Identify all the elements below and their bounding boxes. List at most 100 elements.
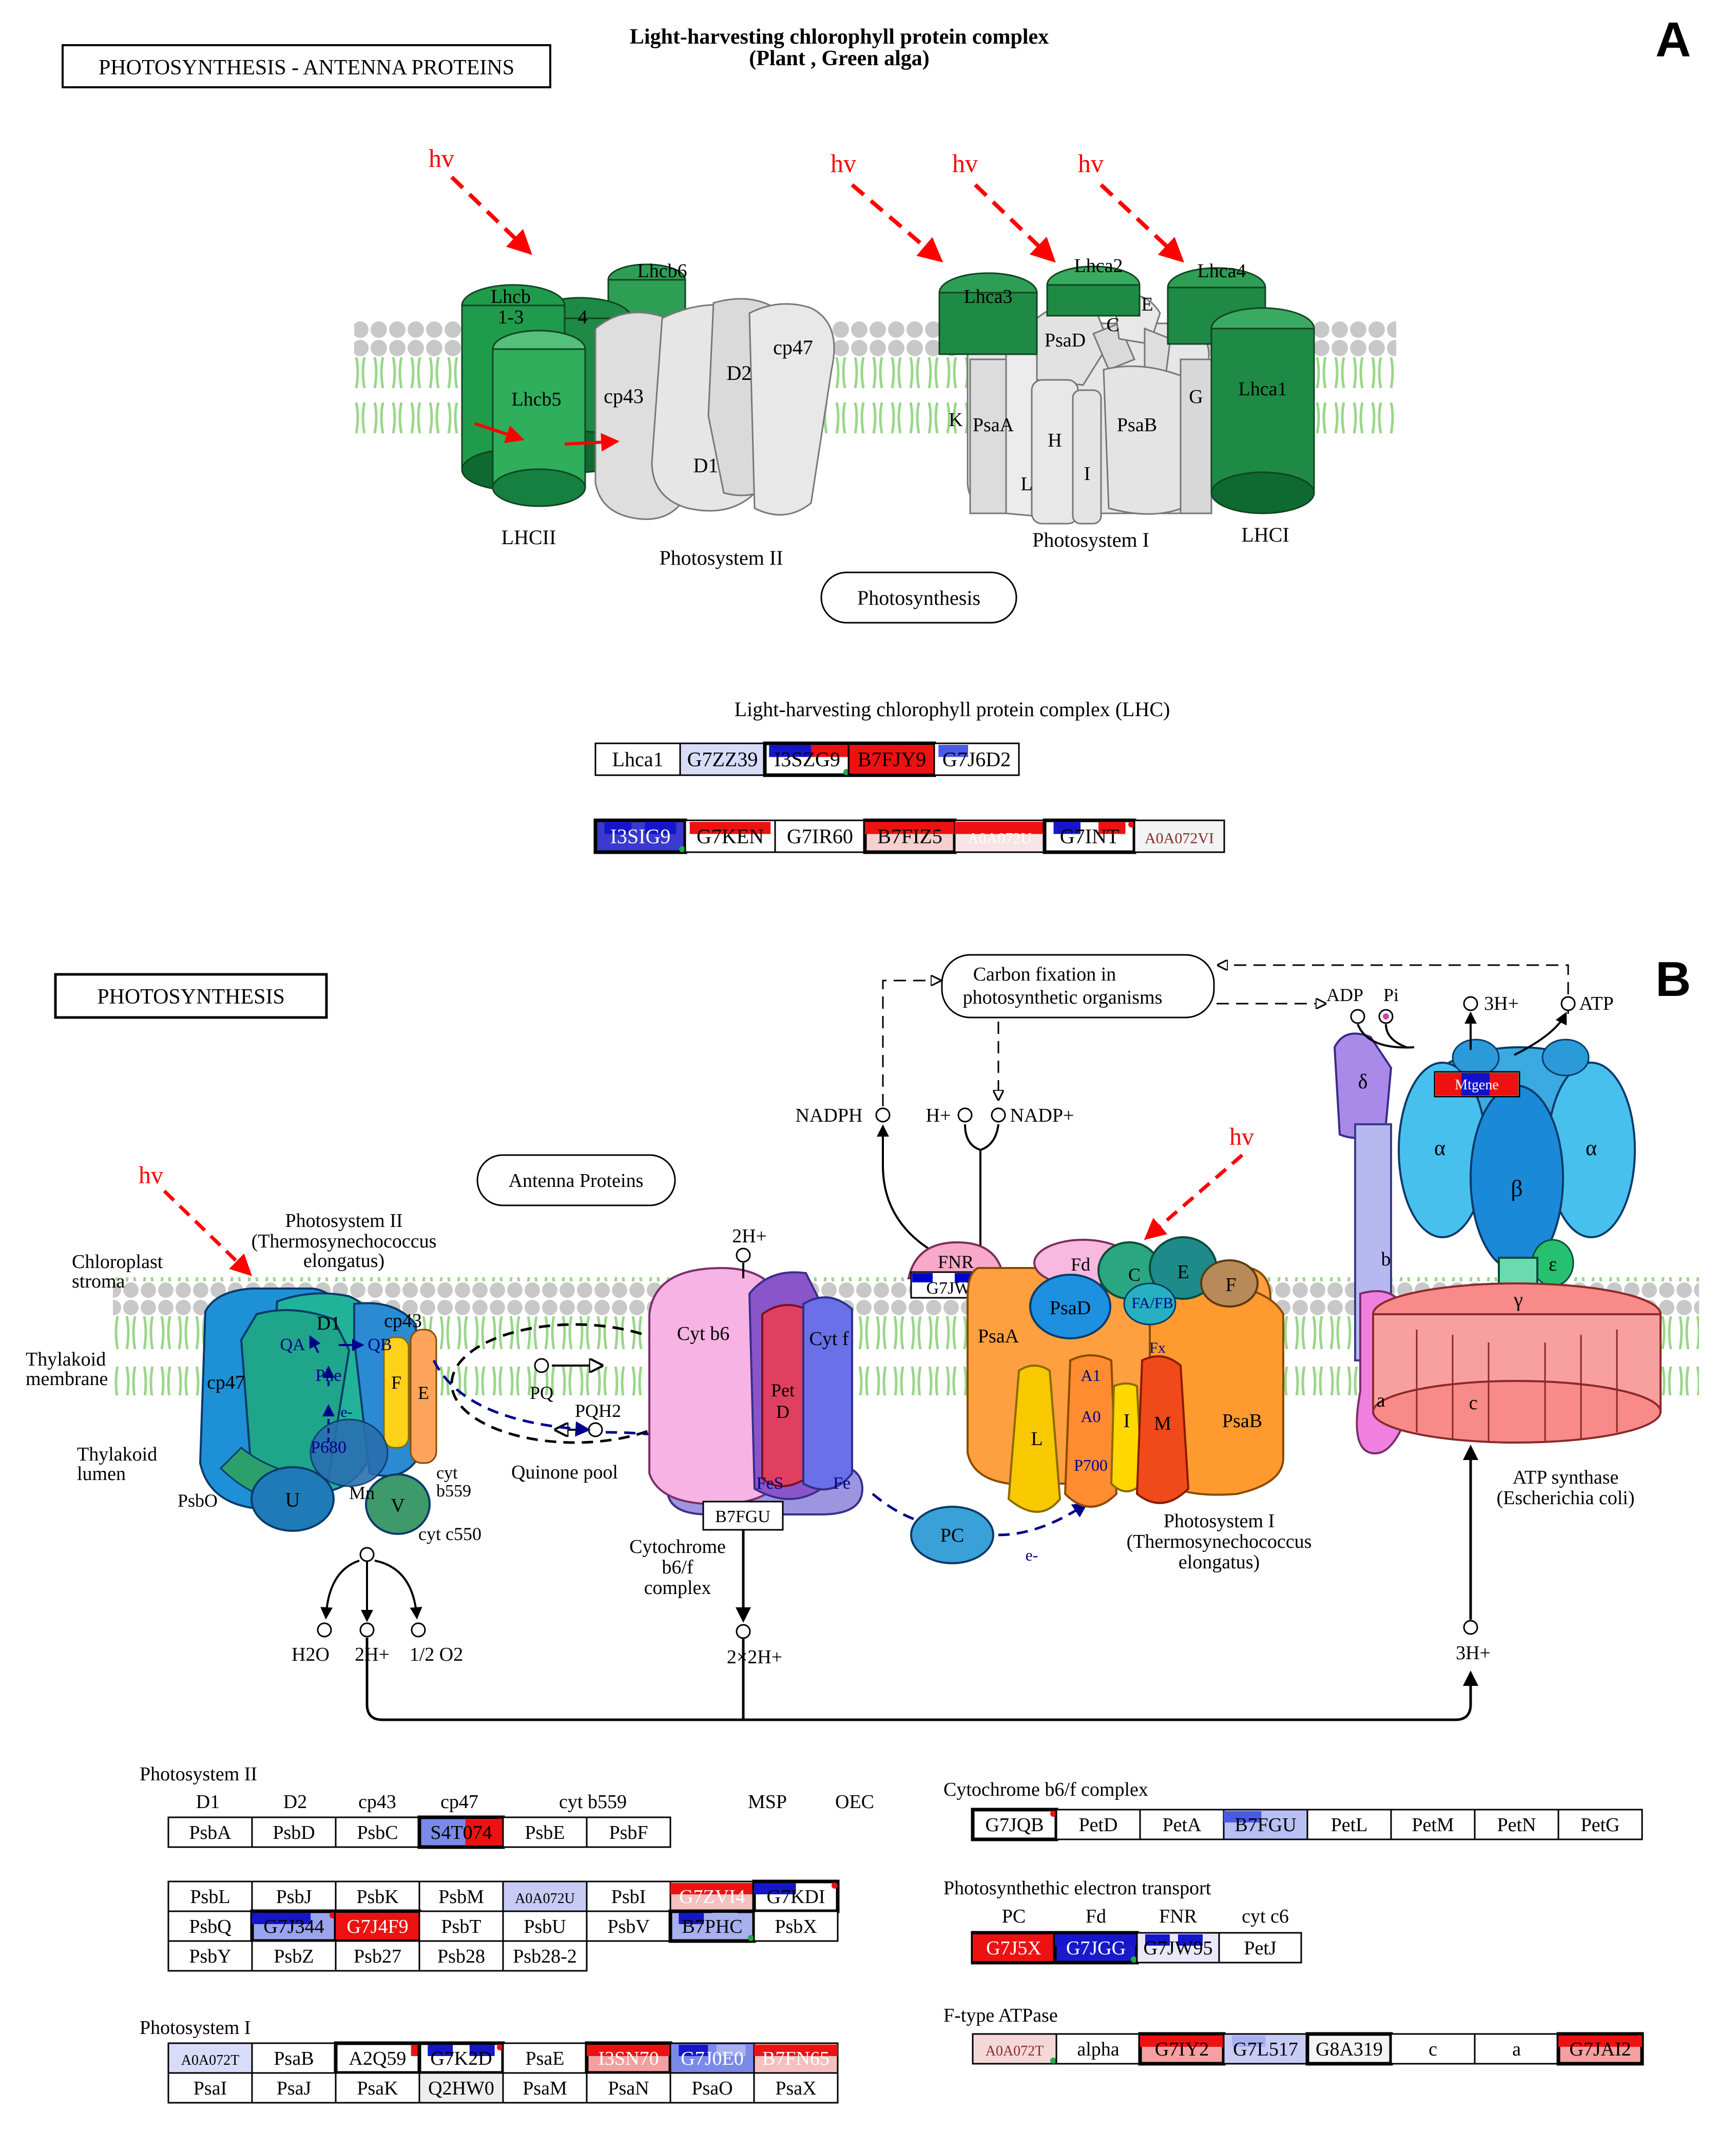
gene-cell[interactable]: PsaK — [335, 2072, 420, 2104]
gene-cell[interactable]: A2Q59 — [334, 2041, 421, 2075]
map-title-box[interactable] — [62, 44, 551, 88]
gene-cell[interactable]: A0A072U — [954, 819, 1046, 853]
gene-cell[interactable]: G7JW95 — [1136, 1932, 1220, 1964]
gene-cell[interactable]: PetM — [1390, 1809, 1476, 1840]
atp-node[interactable] — [1560, 996, 1576, 1011]
gene-cell[interactable]: PsbK — [335, 1880, 420, 1912]
gene-cell[interactable]: G7J5X — [971, 1931, 1057, 1965]
photosystem-ii-a[interactable] — [594, 298, 835, 520]
gene-cell[interactable]: PsbD — [251, 1816, 337, 1848]
gene-cell[interactable]: G7J4F9 — [334, 1909, 421, 1943]
nadp-node[interactable] — [991, 1107, 1006, 1123]
photosystem-i-a[interactable] — [967, 294, 1212, 525]
gene-cell[interactable]: PsbX — [753, 1910, 839, 1942]
gene-cell[interactable]: S4T074 — [417, 1815, 505, 1849]
gene-cell[interactable]: Psb28 — [418, 1940, 504, 1972]
gene-cell[interactable]: G7ZVI4 — [669, 1880, 755, 1912]
gene-cell[interactable]: c — [1390, 2033, 1476, 2065]
o2-node[interactable] — [411, 1622, 426, 1638]
h2o-node[interactable] — [317, 1622, 332, 1638]
gene-cell[interactable]: B7FJY9 — [847, 741, 936, 777]
gene-cell[interactable]: PsbY — [167, 1940, 253, 1972]
lhca-complexes[interactable] — [938, 265, 1315, 514]
photosystem-ii-b[interactable] — [199, 1288, 437, 1535]
nadph-node[interactable] — [875, 1107, 891, 1123]
gene-cell[interactable]: PsbM — [418, 1880, 504, 1912]
gene-cell[interactable]: PetD — [1055, 1809, 1141, 1840]
gene-cell[interactable]: PsaI — [167, 2072, 253, 2104]
gene-cell[interactable]: PsbI — [586, 1880, 671, 1912]
gene-cell[interactable]: PsbQ — [167, 1910, 253, 1942]
gene-cell[interactable]: A0A072T — [972, 2033, 1057, 2065]
gene-cell[interactable]: I3SN70 — [585, 2041, 672, 2075]
gene-cell[interactable]: alpha — [1055, 2033, 1141, 2065]
gene-cell[interactable]: PetA — [1139, 1809, 1225, 1840]
gene-cell[interactable]: PsbC — [335, 1816, 420, 1848]
gene-cell[interactable]: G7IR60 — [774, 819, 866, 853]
gene-cell[interactable]: Lhca1 — [594, 742, 681, 776]
gene-cell[interactable]: G7J344 — [250, 1909, 338, 1943]
plastocyanin[interactable] — [910, 1506, 994, 1564]
gene-cell[interactable]: PsaB — [251, 2042, 337, 2074]
gene-cell[interactable]: B7FIZ5 — [863, 818, 957, 854]
gene-cell[interactable]: G7IY2 — [1138, 2032, 1226, 2066]
carbon-fixation-link[interactable] — [941, 954, 1215, 1019]
mn-node[interactable] — [359, 1547, 375, 1562]
pq-node[interactable] — [534, 1358, 549, 1373]
gene-cell[interactable]: PsbA — [167, 1816, 253, 1848]
gene-cell[interactable]: A0A072VI — [1133, 819, 1225, 853]
gene-cell[interactable]: PsaO — [669, 2072, 755, 2104]
2h-node[interactable] — [359, 1622, 375, 1638]
gene-cell[interactable]: G7INT — [1043, 818, 1136, 854]
gene-cell[interactable]: PsbJ — [251, 1880, 337, 1912]
gene-cell[interactable]: PsaX — [753, 2072, 839, 2104]
hplus-node[interactable] — [957, 1107, 973, 1123]
gene-cell[interactable]: PetJ — [1218, 1932, 1302, 1964]
gene-cell[interactable]: I3SIG9 — [593, 818, 687, 854]
map-title-box-b[interactable] — [54, 973, 328, 1019]
gene-cell[interactable]: G7JQB — [971, 1808, 1058, 1841]
gene-cell[interactable]: PsbL — [167, 1880, 253, 1912]
gene-cell[interactable]: PetN — [1474, 1809, 1559, 1840]
2x2h-node[interactable] — [736, 1624, 751, 1639]
gene-cell[interactable]: G7JAI2 — [1556, 2032, 1644, 2066]
gene-cell[interactable]: G7KDI — [752, 1879, 840, 1913]
gene-cell[interactable]: A0A072U — [502, 1880, 588, 1912]
cytochrome-b6f[interactable] — [648, 1266, 864, 1515]
gene-cell[interactable]: G7K2D — [417, 2041, 505, 2075]
gene-cell[interactable]: G7KEN — [684, 819, 776, 853]
gene-cell[interactable]: PsaE — [502, 2042, 588, 2074]
gene-cell[interactable]: PsbZ — [251, 1940, 337, 1972]
gene-cell[interactable]: PetG — [1557, 1809, 1643, 1840]
gene-cell[interactable]: PsbF — [586, 1816, 671, 1848]
gene-cell[interactable]: G7J0E0 — [669, 2042, 755, 2074]
gene-cell[interactable]: PsaJ — [251, 2072, 337, 2104]
gene-cell[interactable]: G7J6D2 — [933, 742, 1020, 776]
2h-top-node[interactable] — [736, 1247, 751, 1263]
gene-cell[interactable]: Psb27 — [335, 1940, 420, 1972]
gene-cell[interactable]: B7FN65 — [753, 2042, 839, 2074]
gene-cell[interactable]: G7L517 — [1223, 2033, 1308, 2065]
gene-cell[interactable]: G8A319 — [1305, 2032, 1393, 2066]
gene-cell[interactable]: G7JGG — [1053, 1931, 1139, 1965]
adp-node[interactable] — [1350, 1009, 1365, 1024]
gene-cell[interactable]: PsaM — [502, 2072, 588, 2104]
pqh2-node[interactable] — [588, 1422, 603, 1437]
gene-cell[interactable]: Q2HW0 — [418, 2072, 504, 2104]
gene-cell[interactable]: PetL — [1306, 1809, 1392, 1840]
gene-cell[interactable]: PsaN — [586, 2072, 671, 2104]
antenna-proteins-link[interactable] — [476, 1154, 676, 1206]
gene-cell[interactable]: I3SZG9 — [763, 741, 852, 777]
3h-bottom-node[interactable] — [1463, 1620, 1478, 1635]
gene-cell[interactable]: PsbV — [586, 1910, 671, 1942]
photosystem-i-b[interactable] — [967, 1236, 1284, 1513]
gene-cell[interactable]: A0A072T — [167, 2042, 253, 2074]
gene-cell[interactable]: B7FGU — [1223, 1809, 1308, 1840]
3h-top-node[interactable] — [1463, 996, 1478, 1011]
gene-cell[interactable]: B7PHC — [668, 1909, 756, 1943]
gene-cell[interactable]: PsbU — [502, 1910, 588, 1942]
photosynthesis-map-link[interactable] — [820, 571, 1017, 624]
gene-cell[interactable]: PsbE — [502, 1816, 588, 1848]
gene-cell[interactable]: G7ZZ39 — [679, 742, 766, 776]
gene-cell[interactable]: a — [1474, 2033, 1559, 2065]
